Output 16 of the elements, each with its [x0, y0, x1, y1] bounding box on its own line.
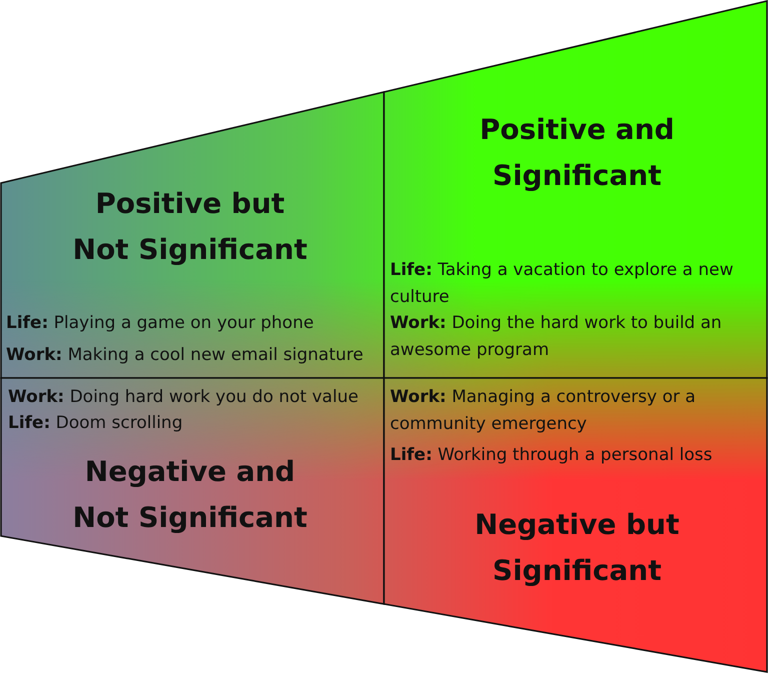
example-text: Work: Managing a controversy or a community emergency: [390, 386, 697, 436]
quadrant-panel: [384, 1, 767, 378]
example-text: Life: Playing a game on your phone: [6, 312, 314, 335]
quadrant-heading: Positive and Significant: [478, 112, 676, 194]
example-text: Life: Working through a personal loss: [390, 444, 712, 467]
example-text: Work: Doing hard work you do not value: [8, 386, 358, 409]
example-text: Life: Doom scrolling: [8, 412, 183, 435]
quadrant-heading: Negative but Significant: [474, 507, 680, 589]
example-text: Work: Doing the hard work to build an awesome program: [390, 312, 723, 362]
quadrant-panel: [1, 378, 384, 604]
quadrant-panel: [384, 378, 767, 672]
quadrant-heading: Positive but Not Significant: [72, 186, 308, 268]
example-text: Life: Taking a vacation to explore a new culture: [390, 259, 734, 309]
quadrant-panel: [1, 92, 384, 378]
quadrant-heading: Negative and Not Significant: [72, 454, 308, 536]
example-text: Work: Making a cool new email signature: [6, 344, 364, 367]
